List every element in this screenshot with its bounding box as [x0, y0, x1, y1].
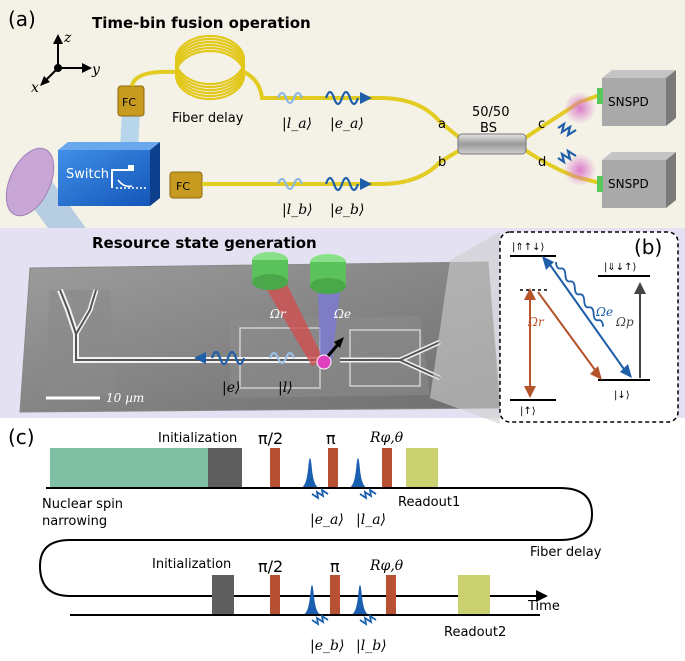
- ket-ea-c: |e_a⟩: [310, 512, 344, 528]
- pi-half-label-1: π/2: [258, 429, 283, 448]
- port-c: c: [538, 117, 545, 132]
- init-label-2: Initialization: [152, 557, 231, 572]
- nuclear-label-1: Nuclear spin: [42, 497, 123, 512]
- axes-glyph: z y x: [31, 30, 101, 96]
- wavepackets-chip: [194, 350, 296, 366]
- snspd-bottom-label: SNSPD: [608, 177, 649, 191]
- pi-half-label-2: π/2: [258, 557, 283, 576]
- fc-bottom: FC: [169, 171, 203, 199]
- nuclear-label-2: narrowing: [42, 514, 107, 529]
- beam-splitter: [457, 133, 527, 155]
- timeline-path: [38, 487, 594, 597]
- init-block-2: [212, 575, 234, 615]
- readout-block-1: [406, 448, 438, 488]
- rot-pulse-2: [386, 575, 396, 615]
- switch: Switch: [58, 142, 160, 206]
- readout-label-2: Readout2: [444, 625, 506, 640]
- readout-label-1: Readout1: [398, 495, 460, 510]
- pi-pulse-1: [328, 448, 338, 488]
- time-label: Time: [527, 599, 560, 614]
- level-label-3: |↓⟩: [614, 390, 630, 401]
- raman-transition: Ωr: [524, 288, 602, 398]
- switch-label: Switch: [66, 167, 109, 182]
- panel-a-title: Time-bin fusion operation: [92, 14, 311, 32]
- init-label-1: Initialization: [158, 431, 237, 446]
- photon-pulse-eb: [302, 585, 322, 615]
- omega-p-level: Ωp: [615, 315, 634, 329]
- excitation-transition: Ωe: [542, 256, 632, 378]
- level-label-2: |↑⟩: [520, 406, 536, 417]
- panel-a-label: (a): [8, 7, 36, 31]
- fiber-delay-label: Fiber delay: [172, 111, 244, 126]
- emitted-photon-4: [359, 614, 377, 626]
- fc-top-label: FC: [122, 96, 136, 109]
- emitted-photon-3: [311, 614, 329, 626]
- port-a: a: [438, 117, 446, 132]
- rot-label-1: Rφ,θ: [369, 430, 404, 446]
- emitted-photon-2: [359, 488, 377, 500]
- port-b: b: [438, 155, 446, 170]
- axis-x-label: x: [31, 80, 39, 96]
- pi-half-pulse-2: [270, 575, 280, 615]
- ket-eb: |e_b⟩: [330, 202, 364, 218]
- scale-bar-label: 10 µm: [106, 391, 144, 405]
- omega-r-chip: Ωr: [269, 307, 287, 321]
- level-label-1: |⇓↓↑⟩: [604, 262, 637, 273]
- beam-to-fc: [120, 110, 140, 150]
- ket-l: |l⟩: [278, 380, 293, 396]
- panel-b-label: (b): [634, 235, 662, 259]
- snspd-top: SNSPD: [564, 70, 676, 126]
- readout-block-2: [458, 575, 490, 615]
- zoom-cone: [430, 232, 500, 424]
- mirror: [5, 147, 55, 217]
- fiber-spool: [174, 34, 246, 101]
- init-block-1: [208, 448, 242, 488]
- photon-pulse-ea: [300, 458, 320, 488]
- pi-label-2: π: [330, 557, 340, 576]
- axis-z-label: z: [63, 30, 72, 46]
- fiber-delay-c: Fiber delay: [530, 545, 602, 560]
- bs-label: BS: [480, 121, 497, 136]
- wavepackets-a: [276, 90, 577, 192]
- snspd-top-label: SNSPD: [608, 95, 649, 109]
- snspd-bottom: SNSPD: [564, 152, 676, 208]
- rot-label-2: Rφ,θ: [369, 558, 404, 574]
- pi-pulse-2: [330, 575, 340, 615]
- photon-pulse-lb: [350, 585, 370, 615]
- axis-y-label: y: [91, 62, 101, 78]
- quantum-dot: [316, 354, 332, 370]
- port-d: d: [538, 155, 546, 170]
- ket-ea: |e_a⟩: [330, 116, 364, 132]
- pi-half-pulse-1: [270, 448, 280, 488]
- resource-title: Resource state generation: [92, 234, 317, 252]
- ket-lb-c: |l_b⟩: [356, 638, 387, 654]
- ket-la: |l_a⟩: [282, 116, 312, 132]
- laser-blue: [310, 254, 346, 362]
- photon-pulse-la: [348, 458, 368, 488]
- panel-b: [499, 231, 679, 423]
- fc-top: FC: [117, 85, 145, 117]
- panel-c-label: (c): [8, 425, 35, 449]
- ket-eb-c: |e_b⟩: [310, 638, 344, 654]
- emitted-photon-1: [311, 488, 329, 500]
- omega-r-level: Ωr: [527, 315, 545, 329]
- nuclear-spin-block: [50, 448, 208, 488]
- laser-red: [252, 252, 324, 366]
- spin-arrow-head: [334, 337, 344, 348]
- pump-transition: Ωp: [615, 282, 646, 378]
- ket-la-c: |l_a⟩: [356, 512, 386, 528]
- bs-ratio: 50/50: [472, 105, 509, 120]
- ket-lb: |l_b⟩: [282, 202, 313, 218]
- rot-pulse-1: [382, 448, 392, 488]
- chip-image: 10 µm: [19, 261, 501, 413]
- ket-e: |e⟩: [222, 380, 240, 396]
- pi-label-1: π: [326, 429, 336, 448]
- omega-e-level: Ωe: [595, 305, 613, 319]
- timeline-arrow: [536, 590, 548, 602]
- fc-bottom-label: FC: [176, 180, 190, 193]
- level-label-0: |⇑↑↓⟩: [512, 242, 545, 253]
- omega-e-chip: Ωe: [333, 307, 351, 321]
